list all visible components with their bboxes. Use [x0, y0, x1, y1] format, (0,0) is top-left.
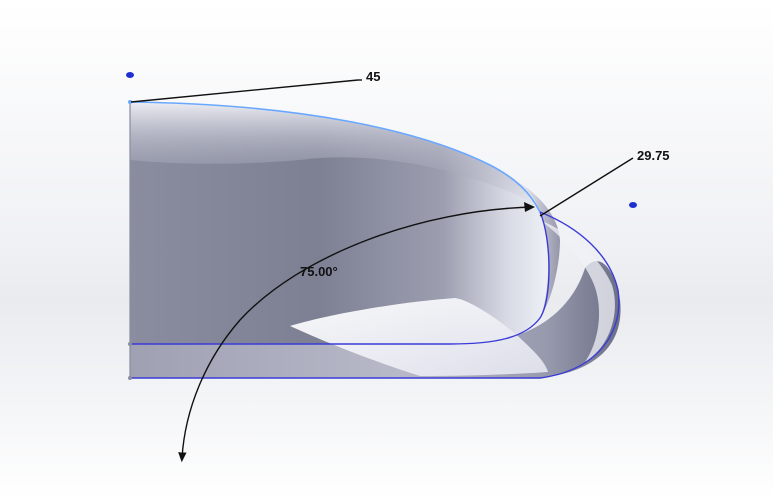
dimension-sweep-angle[interactable]: 75.00° — [178, 202, 535, 463]
angular-dimension-arrow-start — [524, 202, 535, 212]
angular-dimension-arc — [178, 206, 534, 463]
rim-highlight — [490, 165, 560, 318]
dimension-value-angle[interactable]: 75.00° — [300, 264, 338, 279]
dimension-leader-line — [539, 157, 634, 217]
dimension-leader-line — [130, 79, 359, 103]
top-sheen — [130, 102, 537, 205]
vertex-left-mid[interactable] — [128, 342, 132, 346]
dimension-top-length[interactable]: 45 — [130, 69, 380, 103]
vertex-top-left[interactable] — [128, 100, 132, 104]
inner-profile-edge[interactable] — [130, 211, 550, 345]
model-edges[interactable] — [129, 101, 620, 379]
dimension-value-top[interactable]: 45 — [366, 69, 380, 84]
sketch-points[interactable] — [126, 72, 637, 380]
dimension-value-right[interactable]: 29.75 — [637, 148, 670, 163]
dimension-right-length[interactable]: 29.75 — [539, 148, 670, 217]
handle-point-top-left[interactable] — [126, 72, 134, 78]
glare-reflection — [290, 298, 548, 376]
vertex-left-bottom[interactable] — [128, 376, 132, 380]
dimension-annotations[interactable]: 45 29.75 75.00° — [130, 69, 670, 463]
selected-top-edge[interactable] — [129, 101, 541, 213]
solid-body[interactable] — [130, 102, 621, 378]
handle-point-right[interactable] — [629, 202, 637, 208]
flange-sheen — [540, 220, 615, 362]
outer-flange-edge[interactable] — [130, 211, 620, 379]
